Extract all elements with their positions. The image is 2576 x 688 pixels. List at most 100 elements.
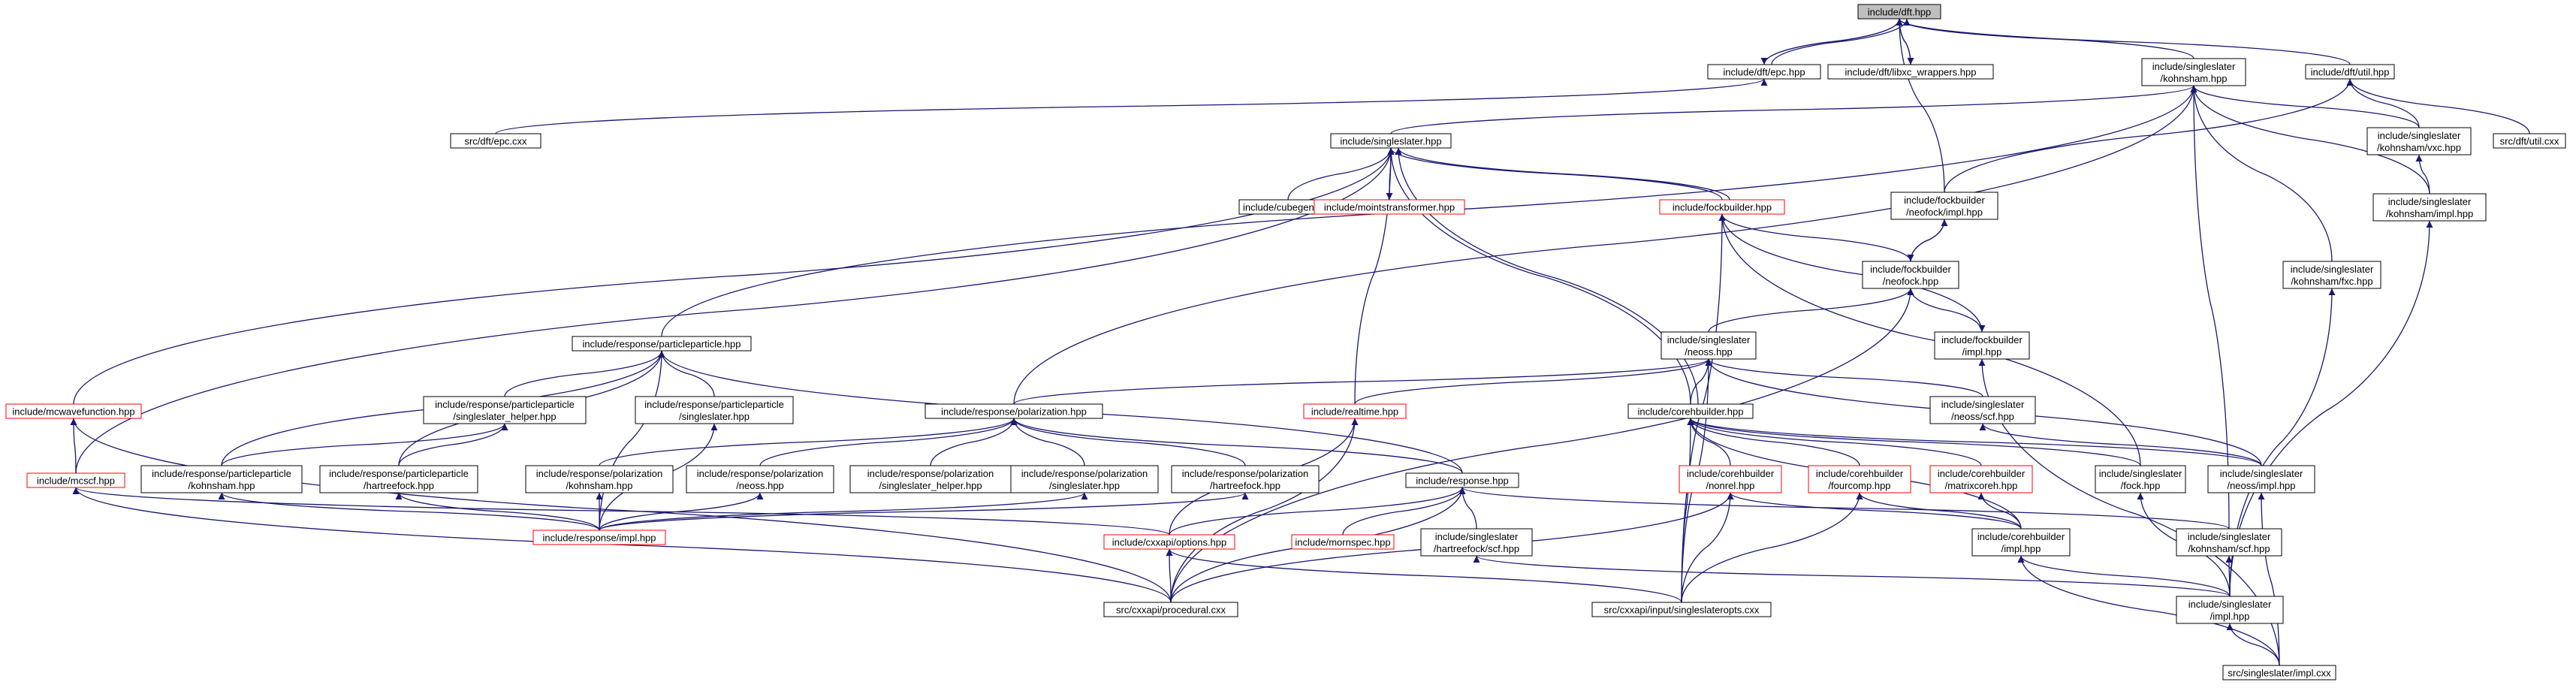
- node-pp-hf[interactable]: include/response/particleparticle/hartre…: [319, 465, 478, 493]
- node-ss-hf-scf[interactable]: include/singleslater/hartreefock/scf.hpp: [1420, 528, 1533, 557]
- node-src-ssopts[interactable]: src/cxxapi/input/singleslateropts.cxx: [1591, 602, 1772, 617]
- node-pol-ks[interactable]: include/response/polarization/kohnsham.h…: [525, 465, 674, 493]
- edge-resp_pol-to-response: [1010, 418, 1463, 474]
- node-ss-fock[interactable]: include/singleslater/fock.hpp: [2095, 465, 2186, 493]
- edge-ss_ks-to-resp_pol: [1013, 85, 2197, 405]
- edge-response-to-mornspec: [1342, 487, 1466, 536]
- node-cxxapi-options[interactable]: include/cxxapi/options.hpp: [1103, 534, 1235, 550]
- node-src-epc[interactable]: src/dft/epc.cxx: [450, 133, 541, 149]
- node-ss-ks-fxc[interactable]: include/singleslater/kohnsham/fxc.hpp: [2282, 261, 2381, 289]
- node-mcscf[interactable]: include/mcscf.hpp: [26, 472, 125, 488]
- node-cubegen[interactable]: include/cubegen.hpp: [1238, 199, 1338, 215]
- edge-chb_impl-to-ss_impl: [2017, 555, 2231, 597]
- node-label: include/response/particleparticle: [644, 399, 784, 410]
- node-dft-epc[interactable]: include/dft/epc.hpp: [1707, 64, 1821, 80]
- node-pol-hf[interactable]: include/response/polarization/hartreefoc…: [1171, 465, 1320, 493]
- node-fb-neofock[interactable]: include/fockbuilder/neofock.hpp: [1862, 261, 1959, 289]
- edge-dft_epc-to-dft: [1760, 18, 1900, 65]
- node-ss-neoss-impl[interactable]: include/singleslater/neoss/impl.hpp: [2207, 465, 2315, 493]
- node-label: include/singleslater: [2099, 468, 2182, 479]
- edge-ss_neoss_scf-to-ss_neoss_impl: [1979, 423, 2262, 466]
- node-resp-pol[interactable]: include/response/polarization.hpp: [925, 403, 1103, 419]
- node-fb-neofock-impl[interactable]: include/fockbuilder/neofock/impl.hpp: [1890, 192, 1998, 220]
- node-src-ss-impl[interactable]: src/singleslater/impl.cxx: [2222, 665, 2336, 680]
- node-label: include/response/polarization: [867, 468, 994, 479]
- node-mornspec[interactable]: include/mornspec.hpp: [1291, 534, 1395, 550]
- edge-corehbuilder-to-chb_fourcomp: [1687, 418, 1860, 466]
- node-label: include/mcscf.hpp: [37, 475, 115, 487]
- node-ss-neoss[interactable]: include/singleslater/neoss.hpp: [1661, 331, 1757, 360]
- node-box: [1171, 465, 1320, 493]
- node-label: /hartreefock.hpp: [363, 480, 434, 491]
- node-label: include/singleslater: [1667, 334, 1751, 346]
- node-label: /hartreefock.hpp: [1210, 480, 1280, 491]
- node-singleslater[interactable]: include/singleslater.hpp: [1330, 133, 1452, 149]
- node-box: [1010, 465, 1159, 493]
- edge-dft_util-to-fb_neofock_impl: [1944, 78, 2354, 193]
- node-box: [532, 530, 666, 545]
- node-box: [2493, 133, 2566, 149]
- node-box: [1679, 465, 1782, 493]
- edge-chb_fourcomp-to-chb_impl: [1856, 492, 2022, 530]
- node-fockbuilder[interactable]: include/fockbuilder.hpp: [1659, 199, 1785, 215]
- edge-ss_ks-to-ss_ks_fxc: [2190, 85, 2333, 262]
- node-label: /neofock.hpp: [1883, 276, 1938, 287]
- node-ss-impl[interactable]: include/singleslater/impl.hpp: [2176, 596, 2284, 624]
- node-mointstrans[interactable]: include/mointstransformer.hpp: [1314, 199, 1465, 215]
- node-ss-neoss-scf[interactable]: include/singleslater/neoss/scf.hpp: [1929, 396, 2036, 424]
- node-label: include/dft/util.hpp: [2311, 67, 2390, 78]
- node-src-procedural[interactable]: src/cxxapi/procedural.cxx: [1103, 602, 1238, 617]
- node-pol-ss-helper[interactable]: include/response/polarization/singleslat…: [849, 465, 1012, 493]
- node-src-util[interactable]: src/dft/util.cxx: [2493, 133, 2566, 149]
- node-label: include/response/polarization: [1182, 468, 1308, 479]
- node-pp-ss-helper[interactable]: include/response/particleparticle/single…: [423, 396, 587, 424]
- node-label: src/dft/epc.cxx: [464, 136, 527, 147]
- node-chb-fourcomp[interactable]: include/corehbuilder/fourcomp.hpp: [1808, 465, 1911, 493]
- node-label: include/singleslater: [2188, 531, 2271, 542]
- node-label: src/cxxapi/procedural.cxx: [1116, 605, 1226, 616]
- node-box: [2095, 465, 2186, 493]
- node-pp-ks[interactable]: include/response/particleparticle/kohnsh…: [140, 465, 303, 493]
- edge-dft_util-to-ss_ks_vxc: [2346, 78, 2420, 128]
- node-label: src/singleslater/impl.cxx: [2228, 668, 2331, 679]
- node-ss-ks-vxc[interactable]: include/singleslater/kohnsham/vxc.hpp: [2366, 127, 2472, 155]
- node-box: [450, 133, 541, 149]
- node-box: [2372, 193, 2487, 222]
- node-label: include/response/polarization.hpp: [941, 406, 1087, 418]
- node-pp-ss[interactable]: include/response/particleparticle/single…: [635, 396, 794, 424]
- node-ss-ks-scf[interactable]: include/singleslater/kohnsham/scf.hpp: [2176, 528, 2282, 557]
- edge-realtime-to-src_procedural: [1170, 418, 1359, 603]
- edge-corehbuilder-to-ss_fock: [1687, 418, 2141, 466]
- edge-ss_ks_vxc-to-ss_ks_impl: [2415, 154, 2430, 195]
- node-chb-impl[interactable]: include/corehbuilder/impl.hpp: [1971, 528, 2071, 557]
- node-label: /kohnsham/vxc.hpp: [2377, 142, 2461, 153]
- node-resp-pp[interactable]: include/response/particleparticle.hpp: [572, 336, 752, 352]
- edge-fb_impl-to-fockbuilder: [1721, 213, 1986, 333]
- node-corehbuilder[interactable]: include/corehbuilder.hpp: [1627, 403, 1754, 419]
- node-response[interactable]: include/response.hpp: [1405, 472, 1519, 488]
- edge-pol_neoss-to-resp_impl: [599, 492, 764, 531]
- node-mcwave[interactable]: include/mcwavefunction.hpp: [5, 403, 142, 419]
- node-resp-impl[interactable]: include/response/impl.hpp: [532, 530, 666, 545]
- node-dft-libxc[interactable]: include/dft/libxc_wrappers.hpp: [1827, 64, 1994, 80]
- node-label: include/singleslater: [2378, 130, 2461, 141]
- node-pol-ss[interactable]: include/response/polarization/singleslat…: [1010, 465, 1159, 493]
- node-dft[interactable]: include/dft.hpp: [1857, 4, 1941, 20]
- node-pol-neoss[interactable]: include/response/polarization/neoss.hpp: [686, 465, 834, 493]
- node-chb-matrixcoreh[interactable]: include/corehbuilder/matrixcoreh.hpp: [1929, 465, 2033, 493]
- edge-pp_ks-to-resp_impl: [218, 492, 600, 531]
- node-dft-util[interactable]: include/dft/util.hpp: [2305, 64, 2395, 80]
- node-box: [1303, 403, 1407, 419]
- node-ss-ks[interactable]: include/singleslater/kohnsham.hpp: [2141, 58, 2246, 86]
- node-fb-impl[interactable]: include/fockbuilder/impl.hpp: [1934, 331, 2030, 360]
- node-label: /fock.hpp: [2121, 480, 2161, 491]
- node-ss-ks-impl[interactable]: include/singleslater/kohnsham/impl.hpp: [2372, 193, 2487, 222]
- node-box: [2176, 528, 2282, 557]
- node-label: include/singleslater: [2388, 196, 2472, 207]
- node-realtime[interactable]: include/realtime.hpp: [1303, 403, 1407, 419]
- node-box: [1934, 331, 2030, 360]
- node-chb-nonrel[interactable]: include/corehbuilder/nonrel.hpp: [1679, 465, 1782, 493]
- node-box: [686, 465, 834, 493]
- node-box: [525, 465, 674, 493]
- node-box: [1330, 133, 1452, 149]
